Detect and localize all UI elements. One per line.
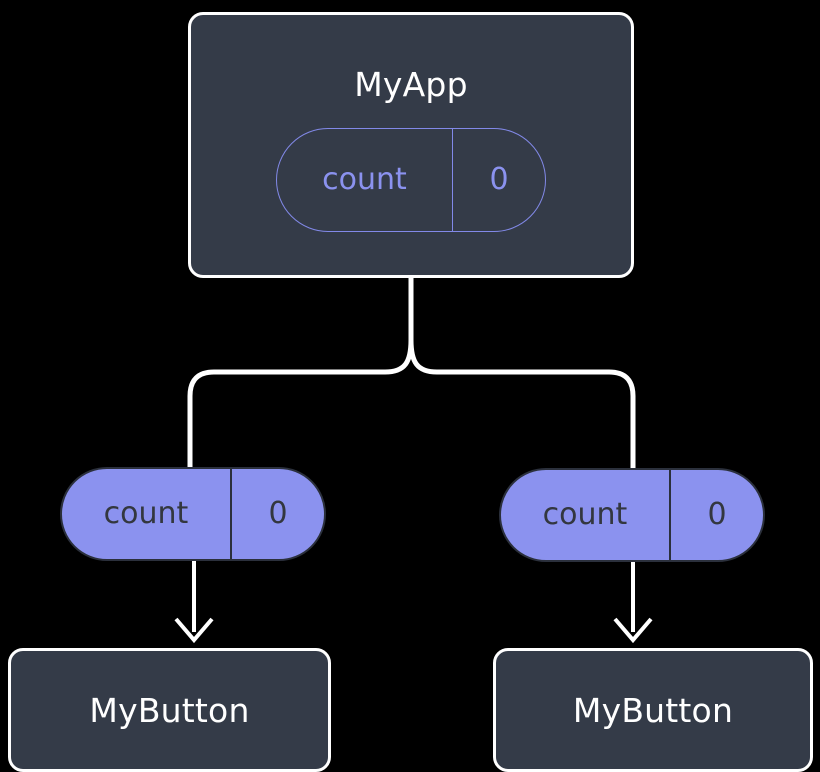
state-pill-root-key: count xyxy=(277,129,453,231)
component-title-myapp: MyApp xyxy=(354,65,468,104)
fork-connector-left xyxy=(187,339,414,470)
component-title-mybutton-right: MyButton xyxy=(572,690,734,730)
prop-pill-right[interactable]: count 0 xyxy=(499,468,765,562)
component-title-mybutton-left: MyButton xyxy=(89,690,250,730)
arrow-head-right xyxy=(613,617,653,644)
prop-pill-left-key: count xyxy=(62,469,232,559)
state-pill-root[interactable]: count 0 xyxy=(276,128,546,232)
prop-pill-right-key: count xyxy=(501,470,671,560)
prop-pill-left-value: 0 xyxy=(268,496,288,531)
prop-pill-left[interactable]: count 0 xyxy=(60,467,326,561)
arrow-head-left xyxy=(174,617,214,644)
state-pill-root-value: 0 xyxy=(489,162,509,197)
component-box-mybutton-right[interactable]: MyButton xyxy=(493,648,813,772)
component-box-mybutton-left[interactable]: MyButton xyxy=(8,648,331,772)
fork-connector xyxy=(408,278,636,470)
component-box-myapp[interactable]: MyApp xyxy=(188,12,634,278)
prop-pill-right-value: 0 xyxy=(707,497,727,532)
